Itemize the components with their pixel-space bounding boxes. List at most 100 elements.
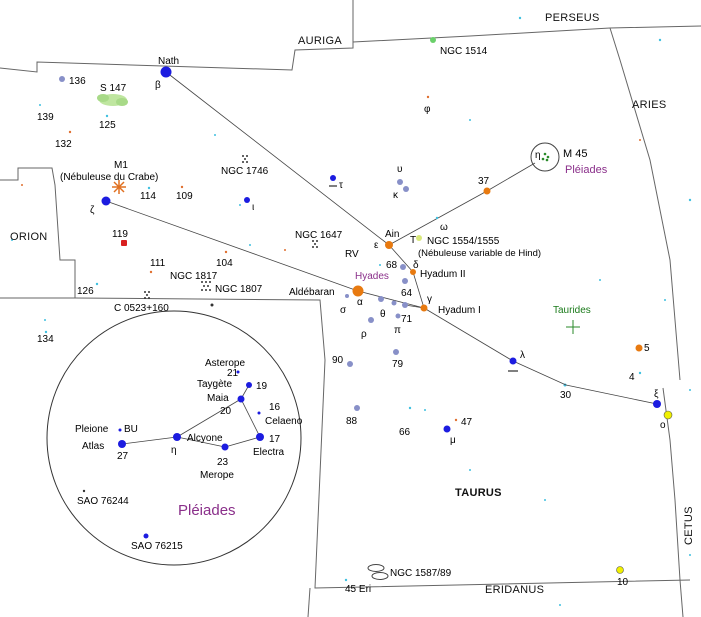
ngc1554-label: NGC 1554/1555: [427, 236, 500, 247]
star-68-label: 68: [386, 260, 398, 271]
inset-title: Pléiades: [178, 502, 236, 519]
constellation-labels: PERSEUS AURIGA ARIES ORION TAURUS ERIDAN…: [10, 12, 695, 596]
star-71-label: 71: [401, 314, 413, 325]
star-68: [400, 264, 406, 270]
omicron-label: ο: [660, 420, 666, 431]
s147-label: S 147: [100, 83, 127, 94]
epsilon-label: ε: [374, 240, 379, 251]
iota-label: ι: [252, 202, 254, 213]
celaeno-label: Celaeno: [265, 416, 303, 427]
star-tau: [330, 175, 336, 181]
star-79-label: 79: [392, 359, 404, 370]
upsilon-label: υ: [397, 164, 402, 175]
m45-marker-circle: [530, 142, 560, 172]
theta-label: θ: [380, 309, 386, 320]
star-omicron: [663, 410, 673, 420]
aldebaran-label: Aldébaran: [289, 287, 335, 298]
sao76215-label: SAO 76215: [131, 541, 183, 552]
ngc1817-label: NGC 1817: [170, 271, 218, 282]
omega-label: ω: [440, 222, 448, 233]
constellation-cetus: CETUS: [683, 506, 695, 545]
star-21-label: 21: [227, 368, 239, 379]
m45-name-label: Pléiades: [565, 164, 608, 176]
inset-star-atlas: [118, 440, 126, 448]
star-17-label: 17: [269, 434, 281, 445]
xi-label: ξ: [654, 389, 659, 400]
eta-inset-label: η: [171, 445, 177, 456]
alpha-label: α: [357, 297, 363, 308]
star-20-label: 20: [220, 406, 232, 417]
star-zeta: [101, 196, 111, 206]
inset-star-sao76215: [143, 533, 149, 539]
star-hyadum-ii: [410, 269, 416, 275]
m1-label: M1: [114, 160, 128, 171]
star-125-label: 125: [99, 120, 116, 131]
m45-label: M 45: [563, 148, 587, 160]
star-134-label: 134: [37, 334, 54, 345]
hyadum-ii-label: Hyadum II: [420, 269, 466, 280]
inset-star-maia: [237, 395, 245, 403]
bu-label: BU: [124, 424, 138, 435]
constellation-auriga: AURIGA: [298, 35, 342, 47]
inset-star-taygete: [246, 382, 252, 388]
stars: Nath β Ain ε Aldébaran α Hyadum I γ Hyad…: [37, 56, 673, 595]
star-nath: [160, 66, 172, 78]
inset-star-merope: [221, 443, 229, 451]
atlas-label: Atlas: [82, 441, 104, 452]
star-66-label: 66: [399, 427, 411, 438]
ngc1647-cluster-icon: [312, 240, 318, 248]
star-ain: [385, 241, 393, 249]
ngc1554-name-label: (Nébuleuse variable de Hind): [418, 248, 541, 259]
star-4-label: 4: [629, 372, 635, 383]
merope-label: Merope: [200, 470, 234, 481]
t-label: T: [410, 235, 416, 246]
pleiades-inset: Asterope 21 Taygète 19 Maia 20 16 Celaen…: [46, 310, 303, 566]
star-71: [402, 302, 408, 308]
star-109-label: 109: [176, 191, 193, 202]
deep-sky-objects: NGC 1514 S 147 M1 (Nébuleuse du Crabe) N…: [60, 37, 608, 580]
star-136: [59, 76, 65, 82]
constellation-taurus: TAURUS: [455, 487, 502, 499]
star-126-label: 126: [77, 286, 94, 297]
star-88-label: 88: [346, 416, 358, 427]
sigma-label: σ: [340, 305, 347, 316]
inset-star-electra: [256, 433, 264, 441]
star-hyadum-i: [420, 304, 428, 312]
star-27-label: 27: [117, 451, 129, 462]
s147-nebula-icon: [97, 94, 128, 106]
star-64: [402, 278, 408, 284]
star-114-label: 114: [140, 191, 156, 202]
star-37-label: 37: [478, 176, 490, 187]
star-132-label: 132: [55, 139, 72, 150]
star-88: [354, 405, 360, 411]
star-30-label: 30: [560, 390, 572, 401]
m1-crab-nebula-icon: [112, 180, 126, 194]
star-theta: [378, 296, 384, 302]
ngc1647-label: NGC 1647: [295, 230, 343, 241]
rho-label: ρ: [361, 329, 367, 340]
star-10-label: 10: [617, 577, 629, 588]
star-23-label: 23: [217, 457, 229, 468]
ngc1746-label: NGC 1746: [221, 166, 269, 177]
star-iota: [244, 197, 250, 203]
star-16-label: 16: [269, 402, 281, 413]
ngc1807-label: NGC 1807: [215, 284, 263, 295]
star-5: [635, 344, 643, 352]
star-xi: [653, 400, 661, 408]
delta-label: δ: [413, 260, 419, 271]
lambda-label: λ: [520, 350, 525, 361]
tau-label: τ: [339, 180, 343, 191]
star-37: [483, 187, 491, 195]
inset-star-pleione: [118, 428, 122, 432]
ngc1514-label: NGC 1514: [440, 46, 488, 57]
star-5-label: 5: [644, 343, 650, 354]
inset-star-celaeno: [257, 411, 261, 415]
inset-star-asterope: [236, 370, 240, 374]
nath-label: Nath: [158, 56, 179, 67]
star-19-label: 19: [256, 381, 268, 392]
hyades-label: Hyades: [355, 271, 389, 282]
star-136-label: 136: [69, 76, 86, 87]
star-64-label: 64: [401, 288, 413, 299]
star-aldebaran: [352, 285, 364, 297]
